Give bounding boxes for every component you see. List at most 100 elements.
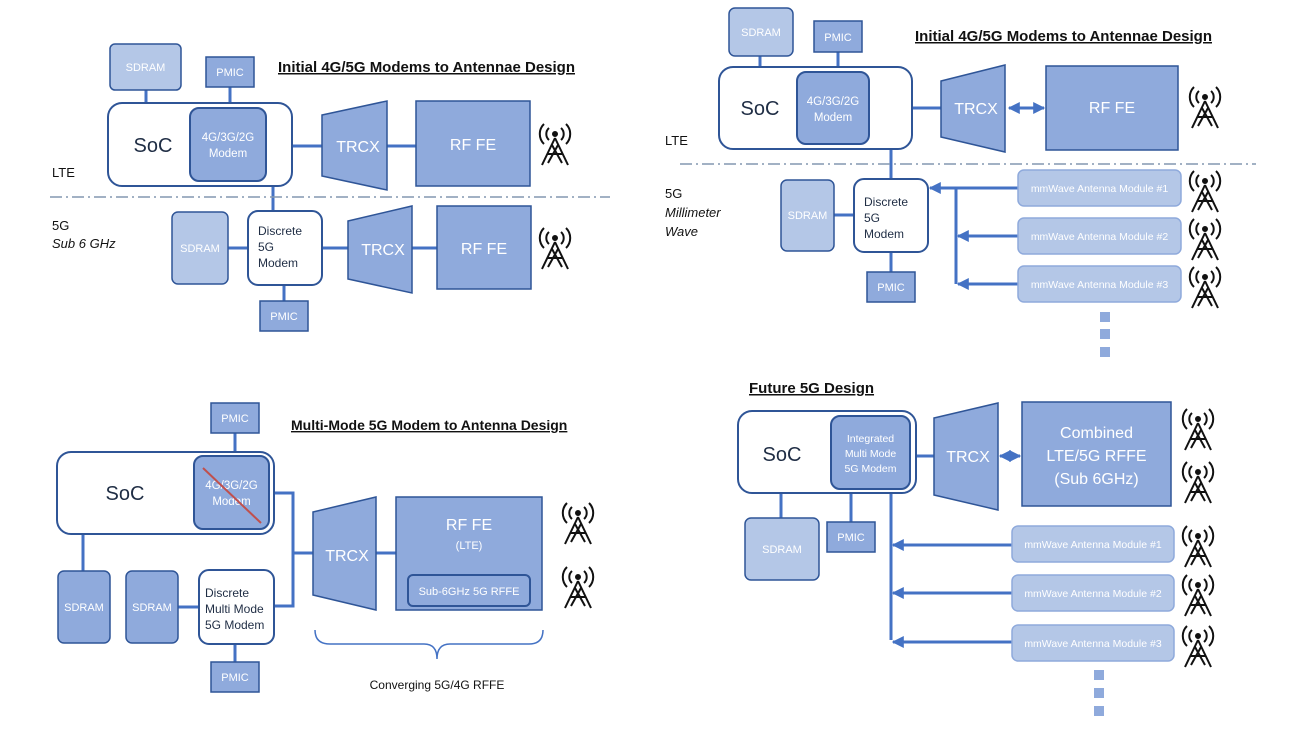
brace — [314, 629, 544, 660]
svg-text:PMIC: PMIC — [877, 282, 905, 294]
svg-text:mmWave Antenna Module #1: mmWave Antenna Module #1 — [1031, 183, 1169, 195]
trcx-block: TRCX — [321, 100, 388, 191]
svg-text:RF FE: RF FE — [1089, 100, 1135, 117]
svg-text:PMIC: PMIC — [221, 672, 249, 684]
svg-text:SDRAM: SDRAM — [788, 210, 828, 222]
panel-bottom-right: Future 5G Design SoC Integrated Multi Mo… — [737, 380, 1215, 716]
pmic-block: PMIC — [826, 521, 876, 553]
legacy-modem-block: 4G/3G/2G Modem — [796, 71, 870, 145]
svg-text:Modem: Modem — [258, 256, 298, 270]
svg-text:Multi Mode: Multi Mode — [845, 448, 897, 460]
svg-text:PMIC: PMIC — [837, 532, 865, 544]
svg-text:LTE/5G RFFE: LTE/5G RFFE — [1046, 448, 1146, 465]
sdram-block: SDRAM — [125, 570, 179, 644]
antenna-tower-icon — [1181, 408, 1215, 451]
svg-text:PMIC: PMIC — [216, 67, 244, 79]
discrete-modem-block: Discrete 5G Modem — [247, 210, 323, 286]
svg-text:5G: 5G — [864, 211, 880, 225]
antenna-tower-icon — [538, 227, 572, 270]
svg-text:Sub-6GHz 5G RFFE: Sub-6GHz 5G RFFE — [419, 586, 520, 598]
sdram-block: SDRAM — [57, 570, 111, 644]
antenna-tower-icon — [561, 502, 595, 545]
pmic-block: PMIC — [210, 661, 260, 693]
legacy-modem-block: 4G/3G/2G Modem — [189, 107, 267, 182]
svg-text:Modem: Modem — [212, 496, 250, 508]
antenna-tower-icon — [1181, 461, 1215, 504]
svg-text:SoC: SoC — [741, 98, 780, 120]
svg-text:mmWave Antenna Module #2: mmWave Antenna Module #2 — [1031, 231, 1169, 243]
pmic-block: PMIC — [210, 402, 260, 434]
svg-text:SoC: SoC — [763, 444, 802, 466]
svg-text:mmWave Antenna Module #3: mmWave Antenna Module #3 — [1024, 638, 1162, 650]
panel-title: Multi-Mode 5G Modem to Antenna Design — [291, 417, 567, 433]
rffe-block: RF FE — [1045, 65, 1179, 151]
5g-label: 5G — [52, 218, 69, 233]
mmwave-module-2: mmWave Antenna Module #2 — [1011, 574, 1175, 612]
svg-text:(LTE): (LTE) — [456, 540, 483, 552]
svg-text:4G/3G/2G: 4G/3G/2G — [807, 96, 859, 108]
svg-text:Combined: Combined — [1060, 425, 1133, 442]
sdram-block: SDRAM — [728, 7, 794, 57]
antenna-tower-icon — [1181, 574, 1215, 617]
trcx-block: TRCX — [933, 402, 999, 511]
svg-text:PMIC: PMIC — [824, 32, 852, 44]
panel-title: Initial 4G/5G Modems to Antennae Design — [915, 28, 1212, 45]
ellipsis-squares — [1094, 670, 1104, 716]
sub6-label: Sub 6 GHz — [52, 236, 116, 251]
svg-text:(Sub 6GHz): (Sub 6GHz) — [1054, 471, 1138, 488]
mmwave-module-2: mmWave Antenna Module #2 — [1017, 217, 1182, 255]
rffe-block: RF FE — [415, 100, 531, 187]
trcx-block: TRCX — [347, 205, 413, 294]
mmwave-module-3: mmWave Antenna Module #3 — [1011, 624, 1175, 662]
sdram-block: SDRAM — [744, 517, 820, 581]
panel-top-right: Initial 4G/5G Modems to Antennae Design … — [665, 7, 1256, 357]
sdram-block: SDRAM — [109, 43, 182, 91]
svg-text:SDRAM: SDRAM — [126, 62, 166, 74]
trcx-block: TRCX — [940, 64, 1006, 153]
lte-label: LTE — [52, 165, 75, 180]
svg-text:SDRAM: SDRAM — [741, 27, 781, 39]
svg-text:TRCX: TRCX — [361, 242, 405, 259]
svg-text:mmWave Antenna Module #1: mmWave Antenna Module #1 — [1024, 539, 1162, 551]
legacy-modem-block-crossed: 4G/3G/2G Modem — [193, 455, 270, 530]
sub6-rffe-block: Sub-6GHz 5G RFFE — [407, 574, 531, 607]
discrete-multimode-modem-block: Discrete Multi Mode 5G Modem — [198, 569, 275, 645]
5g-label: 5G — [665, 186, 682, 201]
antenna-tower-icon — [1188, 218, 1222, 261]
svg-text:Discrete: Discrete — [205, 586, 249, 600]
svg-text:5G Modem: 5G Modem — [845, 463, 897, 475]
mmwave-label-line1: Millimeter — [665, 205, 721, 220]
svg-text:Multi Mode: Multi Mode — [205, 602, 264, 616]
ellipsis-squares — [1100, 312, 1110, 357]
sdram-block: SDRAM — [780, 179, 835, 252]
antenna-tower-icon — [561, 566, 595, 609]
pmic-block: PMIC — [205, 56, 255, 88]
brace-caption: Converging 5G/4G RFFE — [370, 678, 505, 692]
svg-text:SDRAM: SDRAM — [132, 602, 172, 614]
pmic-block: PMIC — [813, 20, 863, 53]
svg-text:Discrete: Discrete — [864, 195, 908, 209]
panel-bottom-left: Multi-Mode 5G Modem to Antenna Design PM… — [56, 402, 595, 693]
sdram-block: SDRAM — [171, 211, 229, 285]
svg-text:5G Modem: 5G Modem — [205, 618, 264, 632]
pmic-block: PMIC — [866, 271, 916, 303]
discrete-modem-block: Discrete 5G Modem — [853, 178, 929, 253]
svg-text:Discrete: Discrete — [258, 224, 302, 238]
trcx-block: TRCX — [312, 496, 377, 611]
antenna-tower-icon — [1188, 266, 1222, 309]
svg-text:TRCX: TRCX — [946, 449, 990, 466]
svg-text:PMIC: PMIC — [221, 413, 249, 425]
svg-text:4G/3G/2G: 4G/3G/2G — [202, 132, 254, 144]
svg-text:TRCX: TRCX — [336, 139, 380, 156]
rffe-block: RF FE — [436, 205, 532, 290]
svg-text:Modem: Modem — [209, 148, 247, 160]
svg-text:SoC: SoC — [106, 483, 145, 505]
svg-text:SDRAM: SDRAM — [762, 544, 802, 556]
panel-title: Future 5G Design — [749, 380, 874, 397]
svg-text:4G/3G/2G: 4G/3G/2G — [205, 480, 257, 492]
svg-text:PMIC: PMIC — [270, 311, 298, 323]
mmwave-module-1: mmWave Antenna Module #1 — [1011, 525, 1175, 563]
panel-top-left: Initial 4G/5G Modems to Antennae Design … — [50, 43, 610, 332]
lte-label: LTE — [665, 133, 688, 148]
